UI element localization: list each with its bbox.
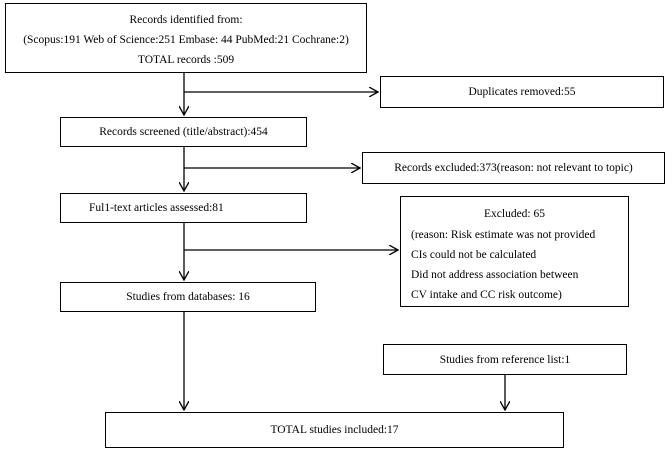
excluded-fulltext-reason-3: Did not address association between (411, 269, 579, 281)
total-included-box: TOTAL studies included:17 (105, 412, 564, 448)
excluded-fulltext-title: Excluded: 65 (484, 208, 545, 220)
records-screened-box: Records screened (title/abstract):454 (60, 117, 307, 147)
studies-from-databases-box: Studies from databases: 16 (60, 282, 316, 312)
excluded-fulltext-reason-2: CIs could not be calculated (411, 249, 537, 261)
duplicates-removed-label: Duplicates removed:55 (468, 86, 576, 98)
records-identified-total: TOTAL records :509 (137, 54, 235, 66)
excluded-fulltext-box: Excluded: 65 (reason: Risk estimate was … (400, 196, 629, 307)
records-identified-sources: (Scopus:191 Web of Science:251 Embase: 4… (23, 34, 349, 46)
excluded-fulltext-reason-1: (reason: Risk estimate was not provided (411, 229, 596, 241)
fulltext-assessed-label: Ful1-text articles assessed:81 (89, 202, 224, 214)
fulltext-assessed-box: Ful1-text articles assessed:81 (60, 193, 307, 223)
records-excluded-box: Records excluded:373(reason: not relevan… (362, 152, 665, 184)
records-identified-label: Records identified from: (129, 14, 243, 26)
studies-from-databases-label: Studies from databases: 16 (126, 291, 250, 303)
records-screened-label: Records screened (title/abstract):454 (99, 126, 268, 138)
studies-from-reference-label: Studies from reference list:1 (439, 354, 571, 366)
duplicates-removed-box: Duplicates removed:55 (380, 76, 664, 108)
records-identified-box: Records identified from: (Scopus:191 Web… (5, 3, 367, 73)
total-included-label: TOTAL studies included:17 (270, 424, 399, 436)
studies-from-reference-box: Studies from reference list:1 (383, 344, 627, 375)
records-excluded-label: Records excluded:373(reason: not relevan… (394, 162, 633, 174)
excluded-fulltext-reason-4: CV intake and CC risk outcome) (411, 289, 562, 301)
